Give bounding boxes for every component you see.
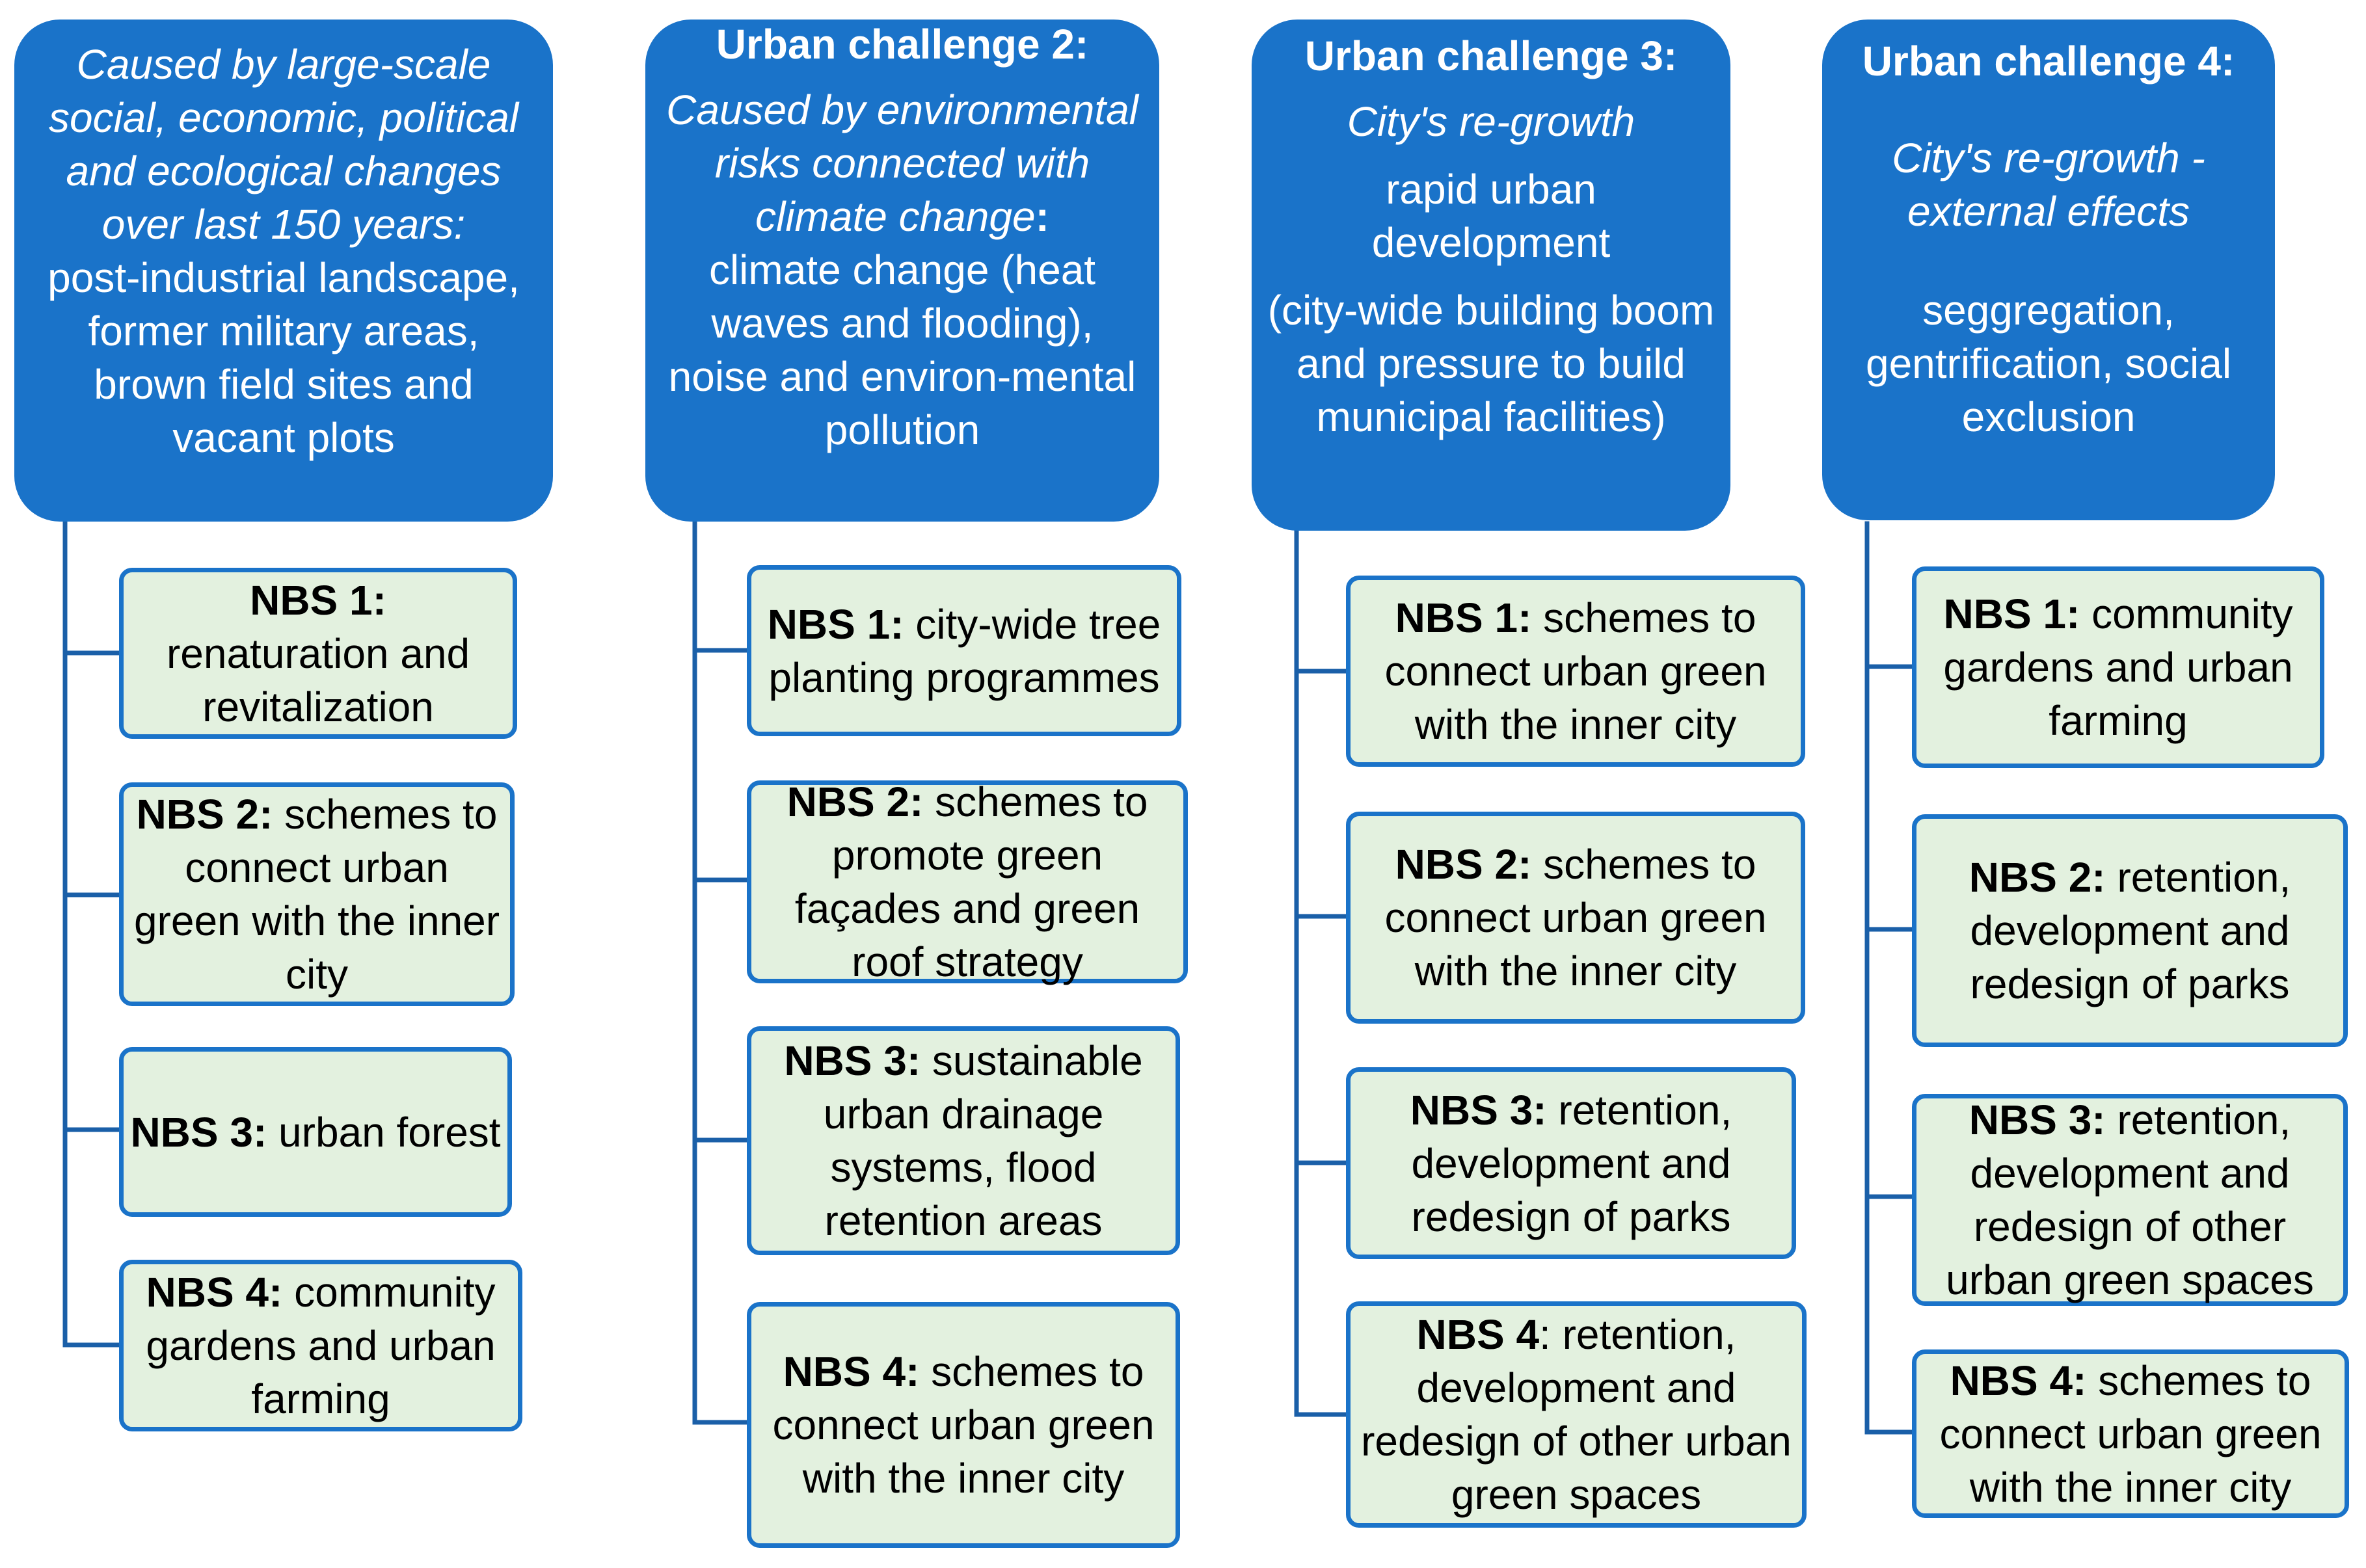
nbs-label: NBS 1: xyxy=(767,600,904,648)
challenge-description: seggregation, gentrification, social exc… xyxy=(1865,287,2232,440)
nbs-box-2-4: NBS 4: schemes to connect urban green wi… xyxy=(747,1302,1180,1548)
nbs-box-4-2: NBS 2: retention, development and redesi… xyxy=(1912,814,2348,1047)
challenge-box-1: Caused by large-scale social, economic, … xyxy=(14,20,553,522)
nbs-box-3-2: NBS 2: schemes to connect urban green wi… xyxy=(1346,812,1805,1024)
nbs-box-2-1: NBS 1: city-wide tree planting programme… xyxy=(747,565,1181,736)
nbs-label: NBS 2: xyxy=(1395,841,1532,888)
nbs-text: schemes to connect urban green with the … xyxy=(133,791,500,998)
nbs-text: renaturation and revitalization xyxy=(166,630,470,730)
nbs-box-2-3: NBS 3: sustainable urban drainage system… xyxy=(747,1026,1180,1255)
challenge-cause: Caused by environmental risks connected … xyxy=(666,86,1138,240)
nbs-text: retention, development and redesign of p… xyxy=(1970,854,2291,1007)
nbs-label: NBS 3: xyxy=(130,1108,267,1156)
nbs-text: schemes to connect urban green with the … xyxy=(772,1348,1155,1502)
nbs-text: urban forest xyxy=(278,1108,501,1156)
nbs-box-4-3: NBS 3: retention, development and redesi… xyxy=(1912,1094,2348,1306)
challenge-cause: City's re-growth xyxy=(1347,98,1635,145)
challenge-detail: (city-wide building boom and pressure to… xyxy=(1267,287,1715,440)
nbs-label: NBS 2: xyxy=(786,778,924,825)
challenge-heading: Urban challenge 4: xyxy=(1862,38,2235,85)
nbs-label: NBS 3: xyxy=(1969,1096,2106,1143)
nbs-label: NBS 1: xyxy=(1943,591,2080,637)
nbs-text: sustainable urban drainage systems, floo… xyxy=(823,1037,1143,1244)
challenge-cause: City's re-growth - external effects xyxy=(1892,135,2205,235)
nbs-box-1-4: NBS 4: community gardens and urban farmi… xyxy=(119,1260,522,1431)
nbs-text: : retention, development and redesign of… xyxy=(1361,1311,1792,1518)
nbs-label: NBS 3: xyxy=(784,1037,921,1084)
nbs-label: NBS 2: xyxy=(136,791,273,838)
nbs-box-3-3: NBS 3: retention, development and redesi… xyxy=(1346,1067,1796,1259)
challenge-cause-suffix: : xyxy=(1035,193,1049,240)
nbs-text: community gardens and urban farming xyxy=(1943,591,2293,744)
nbs-label: NBS 4: xyxy=(1950,1357,2087,1404)
nbs-label: NBS 1: xyxy=(1395,594,1532,641)
nbs-box-1-3: NBS 3: urban forest xyxy=(119,1047,512,1217)
nbs-box-2-2: NBS 2: schemes to promote green façades … xyxy=(747,778,1188,985)
challenge-heading: Urban challenge 2: xyxy=(716,21,1089,68)
challenge-description: rapid urban development xyxy=(1371,166,1611,266)
nbs-text: retention, development and redesign of p… xyxy=(1411,1086,1732,1240)
nbs-text: community gardens and urban farming xyxy=(146,1269,496,1422)
nbs-label: NBS 4: xyxy=(146,1269,283,1316)
nbs-text: schemes to promote green façades and gre… xyxy=(794,778,1148,985)
nbs-label: NBS 3: xyxy=(1410,1086,1547,1134)
challenge-description: post-industrial landscape, former milita… xyxy=(47,254,520,461)
nbs-label: NBS 2: xyxy=(1969,854,2106,901)
challenge-box-2: Urban challenge 2: Caused by environment… xyxy=(645,20,1159,522)
nbs-label: NBS 4: xyxy=(783,1348,920,1395)
challenge-box-4: Urban challenge 4: City's re-growth - ex… xyxy=(1822,20,2275,520)
nbs-text: city-wide tree planting programmes xyxy=(768,600,1161,701)
challenge-box-3: Urban challenge 3: City's re-growth rapi… xyxy=(1252,20,1730,531)
nbs-box-4-4: NBS 4: schemes to connect urban green wi… xyxy=(1912,1349,2349,1518)
nbs-box-3-4: NBS 4: retention, development and redesi… xyxy=(1346,1301,1807,1528)
nbs-label: NBS 1: xyxy=(250,576,386,624)
challenge-heading: Urban challenge 3: xyxy=(1304,33,1678,79)
nbs-box-1-2: NBS 2: schemes to connect urban green wi… xyxy=(119,782,515,1006)
nbs-text: schemes to connect urban green with the … xyxy=(1384,594,1767,748)
nbs-text: schemes to connect urban green with the … xyxy=(1384,841,1767,994)
nbs-box-3-1: NBS 1: schemes to connect urban green wi… xyxy=(1346,576,1805,767)
challenge-cause: Caused by large-scale social, economic, … xyxy=(48,41,519,248)
nbs-label: NBS 4 xyxy=(1416,1311,1540,1358)
nbs-box-4-1: NBS 1: community gardens and urban farmi… xyxy=(1912,566,2324,768)
nbs-text: retention, development and redesign of o… xyxy=(1946,1096,2314,1303)
challenge-description: climate change (heat waves and flooding)… xyxy=(668,246,1136,453)
nbs-box-1-1: NBS 1: renaturation and revitalization xyxy=(119,568,517,739)
nbs-text: schemes to connect urban green with the … xyxy=(1939,1357,2322,1511)
